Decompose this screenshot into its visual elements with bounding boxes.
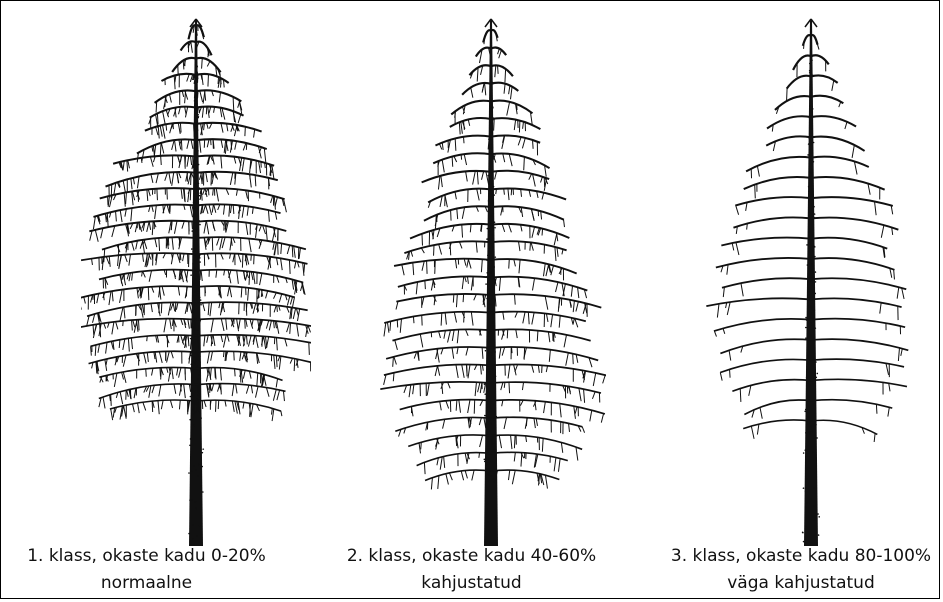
tree-branch — [491, 347, 598, 360]
tree-branch — [811, 238, 887, 249]
tree-branch — [196, 204, 281, 213]
tree-branch — [746, 157, 811, 172]
tree-drawing — [376, 1, 606, 546]
caption-class-1: 1. klass, okaste kadu 0-20% normaalne — [19, 543, 274, 597]
caption-class-2-title: 2. klass, okaste kadu 40-60% — [334, 543, 609, 570]
caption-class-3-status: väga kahjustatud — [661, 570, 941, 597]
tree-branch — [811, 339, 908, 350]
tree-branch — [196, 172, 278, 181]
tree-branch — [196, 351, 311, 362]
tree-branch — [811, 278, 906, 289]
tree-branch — [155, 90, 196, 102]
tree-branch — [102, 237, 196, 249]
tree-branch — [450, 118, 491, 127]
tree-branch — [380, 382, 491, 389]
spruce-tree-class-2 — [376, 1, 606, 546]
tree-branch — [491, 470, 559, 480]
tree-drawing — [81, 1, 311, 546]
tree-branch — [811, 157, 869, 167]
caption-class-2: 2. klass, okaste kadu 40-60% kahjustatud — [334, 543, 609, 597]
tree-branch — [811, 420, 877, 434]
tree-branch — [811, 400, 892, 408]
tree-branch — [451, 101, 491, 115]
tree-branch — [811, 116, 856, 126]
tree-branch — [491, 329, 591, 340]
tree-branch — [491, 101, 532, 114]
tree-branch — [422, 171, 491, 182]
tree-branch — [766, 136, 811, 145]
tree-branch — [491, 65, 513, 76]
tree-branch — [722, 278, 811, 288]
tree-branch — [787, 76, 811, 89]
tree-branch — [811, 379, 907, 386]
tree-branch — [491, 452, 568, 460]
tree-branch — [811, 319, 905, 328]
tree-branch — [196, 123, 262, 132]
tree-branch — [733, 217, 811, 227]
tree-branch — [93, 205, 196, 217]
tree-branch — [811, 258, 894, 270]
tree-branch — [491, 171, 549, 179]
tree-branch — [811, 218, 898, 230]
tree-branch — [417, 453, 491, 466]
tree-branch — [398, 276, 491, 286]
tree-branch — [491, 153, 550, 168]
caption-class-1-status: normaalne — [19, 570, 274, 597]
tree-branch — [425, 470, 491, 480]
tree-branch — [396, 294, 491, 302]
tree-branch — [811, 177, 885, 190]
tree-branch — [720, 339, 811, 353]
tree-branch — [491, 400, 605, 414]
tree-branch — [721, 238, 811, 246]
tree-branch — [732, 380, 811, 392]
tree-branch — [400, 400, 491, 410]
caption-class-3: 3. klass, okaste kadu 80-100% väga kahju… — [661, 543, 941, 597]
tree-branch — [404, 241, 491, 253]
tree-branch — [491, 189, 566, 200]
tree-branch — [196, 221, 286, 231]
tree-branch — [433, 153, 491, 163]
tree-branch — [793, 56, 811, 70]
tree-branch — [491, 277, 587, 291]
tree-branch — [744, 400, 811, 414]
tree-branch — [811, 137, 865, 151]
caption-class-1-title: 1. klass, okaste kadu 0-20% — [19, 543, 274, 570]
tree-branch — [720, 359, 811, 372]
tree-branch — [775, 96, 811, 110]
tree-branch — [706, 298, 811, 306]
tree-branch — [744, 177, 811, 189]
tree-branch — [767, 116, 811, 128]
tree-branch — [491, 435, 582, 449]
tree-branch — [716, 258, 811, 268]
tree-branch — [462, 83, 491, 95]
tree-branch — [811, 298, 902, 307]
tree-trunk — [189, 19, 203, 546]
tree-branch — [811, 197, 893, 206]
tree-branch — [811, 96, 843, 104]
tree-branch — [714, 319, 811, 331]
tree-branch — [384, 312, 491, 323]
caption-class-3-title: 3. klass, okaste kadu 80-100% — [661, 543, 941, 570]
caption-class-2-status: kahjustatud — [334, 570, 609, 597]
tree-branch — [428, 189, 491, 203]
tree-drawing — [696, 1, 926, 546]
tree-branch — [811, 359, 904, 367]
tree-branch — [99, 367, 196, 377]
tree-branch — [491, 382, 601, 393]
tree-branch — [89, 351, 196, 363]
spruce-tree-class-1 — [81, 1, 311, 546]
tree-branch — [743, 420, 811, 429]
tree-branch — [196, 90, 241, 101]
spruce-tree-class-3 — [696, 1, 926, 546]
tree-branch — [392, 329, 491, 340]
